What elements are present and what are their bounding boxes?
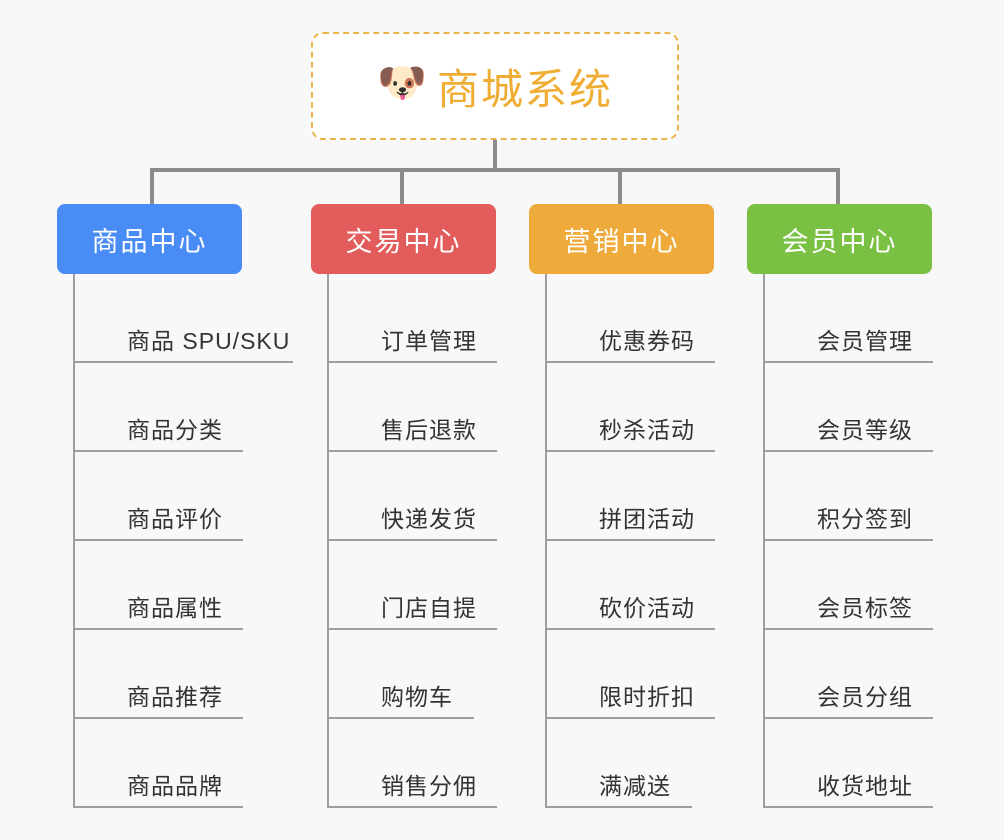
root-node[interactable]: 🐶 商城系统 [311,32,679,140]
connector-drop-1 [150,168,154,204]
leaf-list-member-center: 会员管理 会员等级 积分签到 会员标签 会员分组 收货地址 [763,274,967,808]
shiba-dog-face-icon: 🐶 [376,61,427,105]
branch-header-member-center[interactable]: 会员中心 [747,204,932,274]
list-item[interactable]: 商品 SPU/SKU [75,274,317,363]
branch-header-product-center[interactable]: 商品中心 [57,204,242,274]
leaf-label: 会员管理 [817,328,913,354]
branch-product-center: 商品中心 商品 SPU/SKU 商品分类 商品评价 商品属性 商品推荐 [57,204,317,808]
branch-marketing-center: 营销中心 优惠券码 秒杀活动 拼团活动 砍价活动 限时折扣 [529,204,749,808]
list-item[interactable]: 优惠券码 [547,274,749,363]
leaf-underline [75,539,243,541]
leaf-label: 商品推荐 [127,684,223,710]
leaf-underline [329,628,497,630]
list-item[interactable]: 会员管理 [765,274,967,363]
branch-label: 会员中心 [781,226,898,257]
list-item[interactable]: 积分签到 [765,452,967,541]
list-item[interactable]: 销售分佣 [329,719,531,808]
list-item[interactable]: 满减送 [547,719,749,808]
leaf-underline [547,717,715,719]
leaf-label: 会员等级 [817,417,913,443]
leaf-underline [75,806,243,808]
leaf-label: 满减送 [599,773,671,799]
leaf-label: 快递发货 [381,506,477,532]
leaf-underline [329,539,497,541]
leaf-underline [75,361,293,363]
branch-member-center: 会员中心 会员管理 会员等级 积分签到 会员标签 会员分组 [747,204,967,808]
branch-label: 交易中心 [345,226,462,257]
leaf-underline [329,361,497,363]
connector-drop-3 [618,168,622,204]
leaf-label: 商品分类 [127,417,223,443]
connector-root-stem [493,140,497,170]
list-item[interactable]: 会员分组 [765,630,967,719]
leaf-underline [765,361,933,363]
list-item[interactable]: 购物车 [329,630,531,719]
list-item[interactable]: 售后退款 [329,363,531,452]
leaf-label: 商品 SPU/SKU [127,328,291,354]
leaf-label: 商品品牌 [127,773,223,799]
connector-horizontal-bus [150,168,838,172]
leaf-label: 优惠券码 [599,328,695,354]
leaf-label: 拼团活动 [599,506,695,532]
leaf-label: 门店自提 [381,595,477,621]
leaf-label: 售后退款 [381,417,477,443]
branch-label: 营销中心 [563,226,680,257]
leaf-underline [75,628,243,630]
list-item[interactable]: 会员等级 [765,363,967,452]
list-item[interactable]: 商品属性 [75,541,317,630]
list-item[interactable]: 商品品牌 [75,719,317,808]
leaf-label: 限时折扣 [599,684,695,710]
leaf-underline [765,539,933,541]
leaf-underline [765,806,933,808]
list-item[interactable]: 秒杀活动 [547,363,749,452]
leaf-underline [547,628,715,630]
leaf-underline [765,628,933,630]
list-item[interactable]: 限时折扣 [547,630,749,719]
branch-header-marketing-center[interactable]: 营销中心 [529,204,714,274]
list-item[interactable]: 拼团活动 [547,452,749,541]
leaf-label: 订单管理 [381,328,477,354]
list-item[interactable]: 商品分类 [75,363,317,452]
leaf-list-marketing-center: 优惠券码 秒杀活动 拼团活动 砍价活动 限时折扣 满减送 [545,274,749,808]
leaf-label: 会员分组 [817,684,913,710]
leaf-underline [329,806,497,808]
branch-header-trade-center[interactable]: 交易中心 [311,204,496,274]
leaf-label: 收货地址 [817,773,913,799]
leaf-label: 砍价活动 [599,595,695,621]
leaf-underline [329,450,497,452]
leaf-label: 商品评价 [127,506,223,532]
list-item[interactable]: 会员标签 [765,541,967,630]
leaf-underline [765,450,933,452]
leaf-list-trade-center: 订单管理 售后退款 快递发货 门店自提 购物车 销售分佣 [327,274,531,808]
leaf-label: 购物车 [381,684,453,710]
leaf-label: 销售分佣 [381,773,477,799]
list-item[interactable]: 收货地址 [765,719,967,808]
list-item[interactable]: 砍价活动 [547,541,749,630]
leaf-list-product-center: 商品 SPU/SKU 商品分类 商品评价 商品属性 商品推荐 商品品牌 [73,274,317,808]
branch-trade-center: 交易中心 订单管理 售后退款 快递发货 门店自提 购物车 [311,204,531,808]
branch-label: 商品中心 [91,226,208,257]
leaf-label: 秒杀活动 [599,417,695,443]
leaf-underline [547,539,715,541]
list-item[interactable]: 商品推荐 [75,630,317,719]
root-node-label: 商城系统 [436,65,613,113]
leaf-label: 商品属性 [127,595,223,621]
leaf-label: 积分签到 [817,506,913,532]
connector-drop-2 [400,168,404,204]
leaf-underline [547,361,715,363]
list-item[interactable]: 商品评价 [75,452,317,541]
leaf-underline [765,717,933,719]
list-item[interactable]: 快递发货 [329,452,531,541]
list-item[interactable]: 订单管理 [329,274,531,363]
leaf-underline [547,806,692,808]
leaf-underline [75,450,243,452]
leaf-underline [547,450,715,452]
leaf-label: 会员标签 [817,595,913,621]
leaf-underline [329,717,474,719]
list-item[interactable]: 门店自提 [329,541,531,630]
leaf-underline [75,717,243,719]
connector-drop-4 [836,168,840,204]
